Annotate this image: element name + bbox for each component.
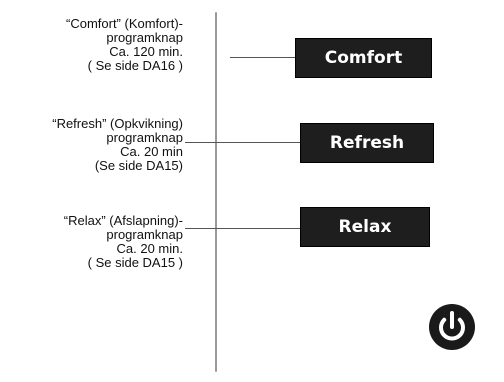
vertical-divider	[215, 12, 217, 372]
comfort-description-line: Ca. 120 min.	[109, 44, 183, 59]
refresh-description-line: (Se side DA15)	[94, 158, 183, 173]
comfort-description: “Comfort” (Komfort)- programknap Ca. 120…	[66, 17, 183, 73]
relax-description-line: “Relax” (Afslapning)-	[63, 213, 183, 228]
refresh-description-line: programknap	[106, 130, 183, 145]
power-button[interactable]	[429, 304, 475, 350]
relax-program-button[interactable]: Relax	[300, 207, 430, 247]
refresh-description-line: “Refresh” (Opkvikning)	[52, 116, 183, 131]
comfort-button-label: Comfort	[324, 48, 403, 68]
refresh-leader-line	[185, 142, 300, 143]
refresh-button-label: Refresh	[329, 133, 405, 153]
relax-description-line: programknap	[106, 227, 183, 242]
relax-description: “Relax” (Afslapning)- programknap Ca. 20…	[64, 214, 183, 270]
power-icon	[429, 304, 475, 350]
refresh-description-line: Ca. 20 min	[120, 144, 183, 159]
relax-leader-line	[185, 228, 300, 229]
relax-description-line: ( Se side DA15 )	[87, 255, 183, 270]
comfort-description-line: ( Se side DA16 )	[87, 58, 183, 73]
relax-button-label: Relax	[338, 217, 392, 237]
relax-description-line: Ca. 20 min.	[116, 241, 183, 256]
refresh-program-button[interactable]: Refresh	[300, 123, 434, 163]
comfort-description-line: “Comfort” (Komfort)-	[66, 16, 183, 31]
refresh-description: “Refresh” (Opkvikning) programknap Ca. 2…	[52, 117, 183, 173]
comfort-description-line: programknap	[106, 30, 183, 45]
comfort-program-button[interactable]: Comfort	[295, 38, 432, 78]
comfort-leader-line	[230, 57, 296, 58]
